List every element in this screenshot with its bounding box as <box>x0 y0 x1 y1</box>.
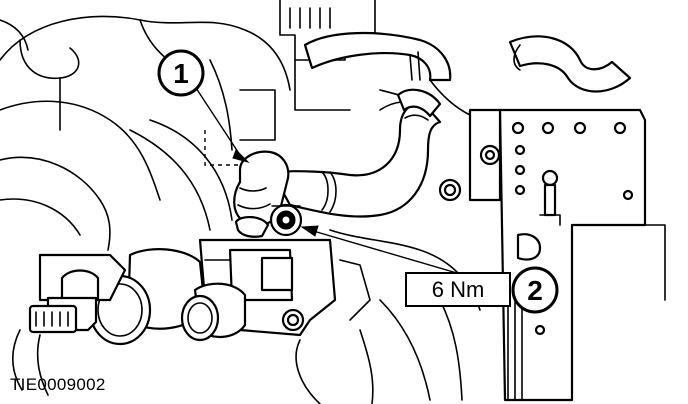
callout-1-number: 1 <box>173 58 189 89</box>
figure-reference-code: TIE0009002 <box>10 375 106 394</box>
temperature-sensor <box>11 253 127 396</box>
outlet-pipe-small <box>180 282 247 342</box>
torque-spec-box <box>405 272 511 307</box>
torque-spec-label: 6 Nm <box>432 277 485 302</box>
callout-2-circle <box>511 266 559 314</box>
fitting-bolt <box>269 203 303 237</box>
callout-1-circle <box>157 49 205 97</box>
coolant-hose <box>270 88 442 218</box>
callout-2-number: 2 <box>527 275 543 306</box>
callout-2: 6 Nm 2 <box>300 225 559 314</box>
callout-1: 1 <box>157 49 250 163</box>
engine-background-lines <box>0 0 666 404</box>
